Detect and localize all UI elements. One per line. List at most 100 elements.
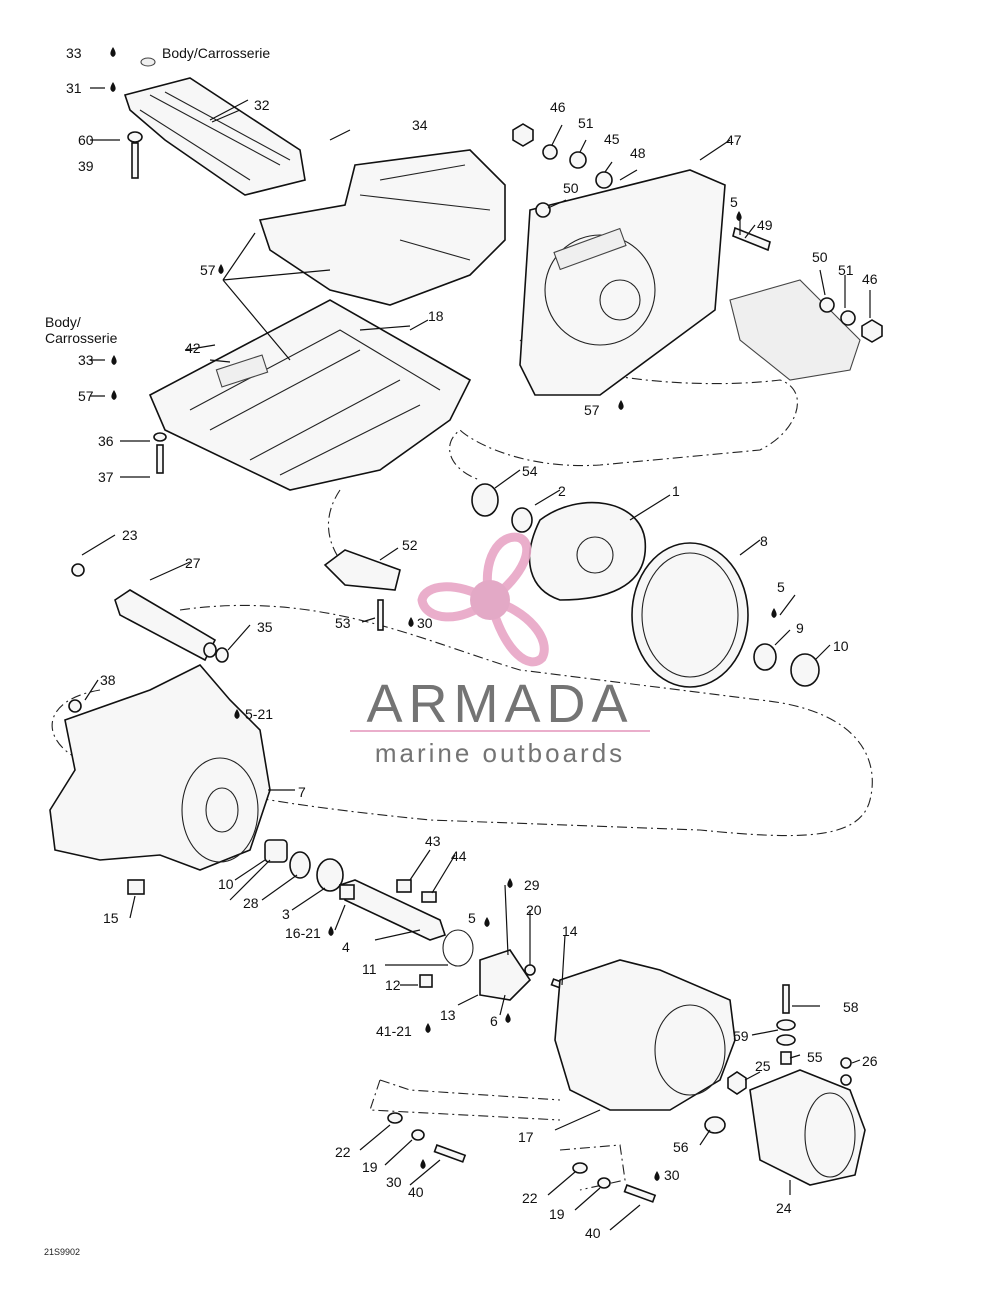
drop-icon (484, 917, 490, 927)
part-label: 58 (843, 999, 859, 1015)
drop-icon (408, 617, 414, 627)
plate-47 (519, 169, 726, 396)
brand-tagline: marine outboards (375, 738, 625, 768)
bearing-10-low (264, 839, 288, 863)
part-label: 24 (776, 1200, 792, 1216)
part-label: 51 (578, 115, 594, 131)
part-label: 10 (218, 876, 234, 892)
leader-lines (81, 87, 871, 1231)
part-label: 46 (862, 271, 878, 287)
part-label: 5 (777, 579, 785, 595)
brand-name: ARMADA (366, 674, 633, 734)
part-label: 45 (604, 131, 620, 147)
part-label: 4 (342, 939, 350, 955)
part-label: 47 (726, 132, 742, 148)
part-label: 57 (584, 402, 600, 418)
part-label: 31 (66, 80, 82, 96)
part-label: 10 (833, 638, 849, 654)
bearing-2 (511, 507, 533, 533)
drop-icon (328, 926, 334, 936)
venturi-17 (554, 959, 736, 1111)
part-label: 35 (257, 619, 273, 635)
part-label: 49 (757, 217, 773, 233)
part-label: 59 (733, 1028, 749, 1044)
plate-52 (323, 549, 401, 591)
sealant-drop-icons (110, 47, 777, 1181)
part-label: 38 (100, 672, 116, 688)
drop-icon (771, 608, 777, 618)
body-label-line-2: Carrosserie (45, 330, 118, 346)
part-label: 29 (524, 877, 540, 893)
part-label: 17 (518, 1129, 534, 1145)
o-ring-11 (442, 929, 474, 967)
part-label: 22 (335, 1144, 351, 1160)
part-label: 6 (490, 1013, 498, 1029)
part-label: 36 (98, 433, 114, 449)
part-label: 5-21 (245, 706, 273, 722)
part-label: 15 (103, 910, 119, 926)
seal-54 (471, 483, 499, 517)
part-label: 11 (362, 961, 377, 977)
bracket-32 (123, 77, 306, 196)
pump-body-7 (49, 664, 271, 871)
part-label: 14 (562, 923, 578, 939)
part-label: 55 (807, 1049, 823, 1065)
drop-icon (505, 1013, 511, 1023)
part-label: 18 (428, 308, 444, 324)
cone-13 (479, 949, 532, 1001)
drop-icon (110, 47, 116, 57)
tube-27 (114, 589, 217, 662)
part-label: 33 (78, 352, 94, 368)
brand-rule (350, 730, 650, 732)
part-label: 2 (558, 483, 566, 499)
part-label: 57 (200, 262, 216, 278)
part-label: 30 (417, 615, 433, 631)
drop-icon (234, 709, 240, 719)
part-label: 25 (755, 1058, 771, 1074)
wear-ring-8 (631, 542, 749, 688)
part-label: 3 (282, 906, 290, 922)
drop-icon (618, 400, 624, 410)
drop-icon (111, 390, 117, 400)
part-label: 30 (664, 1167, 680, 1183)
part-label: 7 (298, 784, 306, 800)
parts-artwork (49, 57, 883, 1203)
part-label: 1 (672, 483, 680, 499)
part-label: 13 (440, 1007, 456, 1023)
part-label: 48 (630, 145, 646, 161)
part-label: 40 (408, 1184, 424, 1200)
nut-9 (753, 643, 777, 671)
drop-icon (507, 878, 513, 888)
part-label: 54 (522, 463, 538, 479)
nut-15 (127, 879, 145, 895)
housing-34 (258, 149, 506, 306)
part-label: 43 (425, 833, 441, 849)
part-number-labels: Body/Carrosserie Body/ Carrosserie 33 31… (44, 45, 878, 1257)
part-label: 19 (549, 1206, 565, 1222)
grate-42 (215, 354, 269, 388)
nozzle-24 (749, 1069, 866, 1186)
part-label: 30 (386, 1174, 402, 1190)
part-label: 16-21 (285, 925, 321, 941)
part-label: 32 (254, 97, 270, 113)
body-label-line-1: Body/ (45, 314, 81, 330)
part-label: 52 (402, 537, 418, 553)
impeller-housing-1 (528, 501, 646, 601)
part-label: 5 (468, 910, 476, 926)
part-label: 33 (66, 45, 82, 61)
part-label: 27 (185, 555, 201, 571)
part-label: 60 (78, 132, 94, 148)
body-label-top: Body/Carrosserie (162, 45, 270, 61)
part-label: 53 (335, 615, 351, 631)
part-label: 28 (243, 895, 259, 911)
part-label: 26 (862, 1053, 878, 1069)
part-label: 22 (522, 1190, 538, 1206)
part-label: 34 (412, 117, 428, 133)
part-label: 56 (673, 1139, 689, 1155)
part-label: 50 (812, 249, 828, 265)
part-label: 44 (451, 848, 467, 864)
part-label: 41-21 (376, 1023, 412, 1039)
part-label: 8 (760, 533, 768, 549)
part-label: 37 (98, 469, 114, 485)
ride-plate-18 (148, 299, 472, 491)
